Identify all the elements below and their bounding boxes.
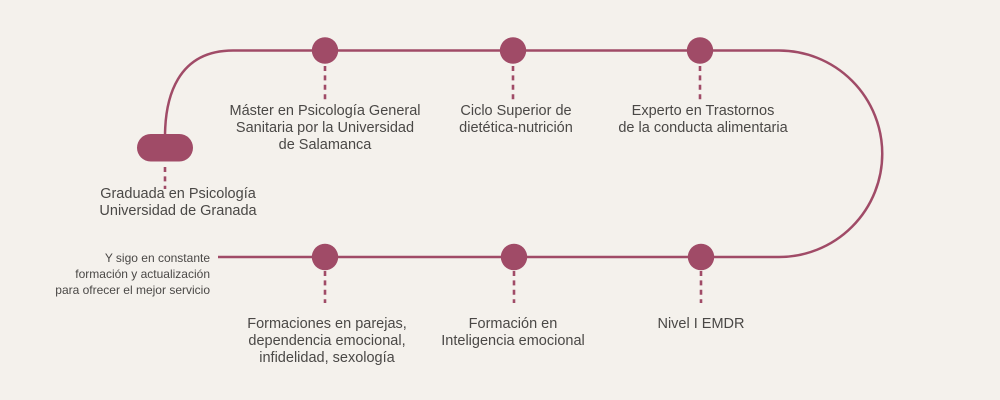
milestone-label-line: Formaciones en parejas, — [247, 316, 407, 332]
milestone-dot-master — [311, 37, 339, 64]
milestone-dot-inteligencia — [500, 243, 528, 271]
milestone-label-line: dependencia emocional, — [248, 333, 406, 349]
milestone-label-formaciones: Formaciones en parejas, dependencia emoc… — [247, 316, 407, 367]
milestone-label-line: Ciclo Superior de — [460, 103, 572, 119]
milestone-label-line: de la conducta alimentaria — [618, 120, 788, 136]
start-pill-marker — [137, 134, 193, 162]
milestone-label-line: Formación en — [468, 316, 558, 332]
footer-note: Y sigo en constante formación y actualiz… — [55, 250, 210, 298]
milestone-dot-ciclo — [499, 37, 527, 64]
milestone-label-line: de Salamanca — [278, 137, 372, 153]
milestone-label-line: Nivel I EMDR — [657, 316, 745, 332]
milestone-label-inteligencia: Formación en Inteligencia emocional — [441, 316, 584, 350]
milestone-label-experto: Experto en Trastornos de la conducta ali… — [618, 103, 787, 137]
milestone-label-line: Experto en Trastornos — [631, 103, 775, 119]
milestone-dot-emdr — [687, 243, 715, 271]
milestone-label-ciclo: Ciclo Superior de dietética-nutrición — [459, 103, 573, 137]
footer-note-line: formación y actualización — [75, 267, 210, 281]
milestone-label-line: Sanitaria por la Universidad — [235, 120, 415, 136]
milestone-label-line: Graduada en Psicología — [100, 186, 256, 202]
milestone-label-line: Máster en Psicología General — [229, 103, 421, 119]
milestone-label-line: infidelidad, sexología — [259, 350, 395, 366]
milestone-label-emdr: Nivel I EMDR — [657, 316, 744, 333]
milestone-dot-experto — [686, 37, 714, 64]
milestone-label-line: Inteligencia emocional — [441, 333, 585, 349]
footer-note-line: para ofrecer el mejor servicio — [55, 283, 210, 297]
milestone-label-graduada: Graduada en Psicología Universidad de Gr… — [99, 186, 256, 220]
milestone-label-line: Universidad de Granada — [99, 203, 257, 219]
milestone-label-master: Máster en Psicología General Sanitaria p… — [229, 103, 420, 154]
footer-note-line: Y sigo en constante — [104, 251, 210, 265]
milestone-label-line: dietética-nutrición — [459, 120, 573, 136]
timeline-path — [163, 49, 884, 259]
milestone-dot-formaciones — [311, 243, 339, 271]
